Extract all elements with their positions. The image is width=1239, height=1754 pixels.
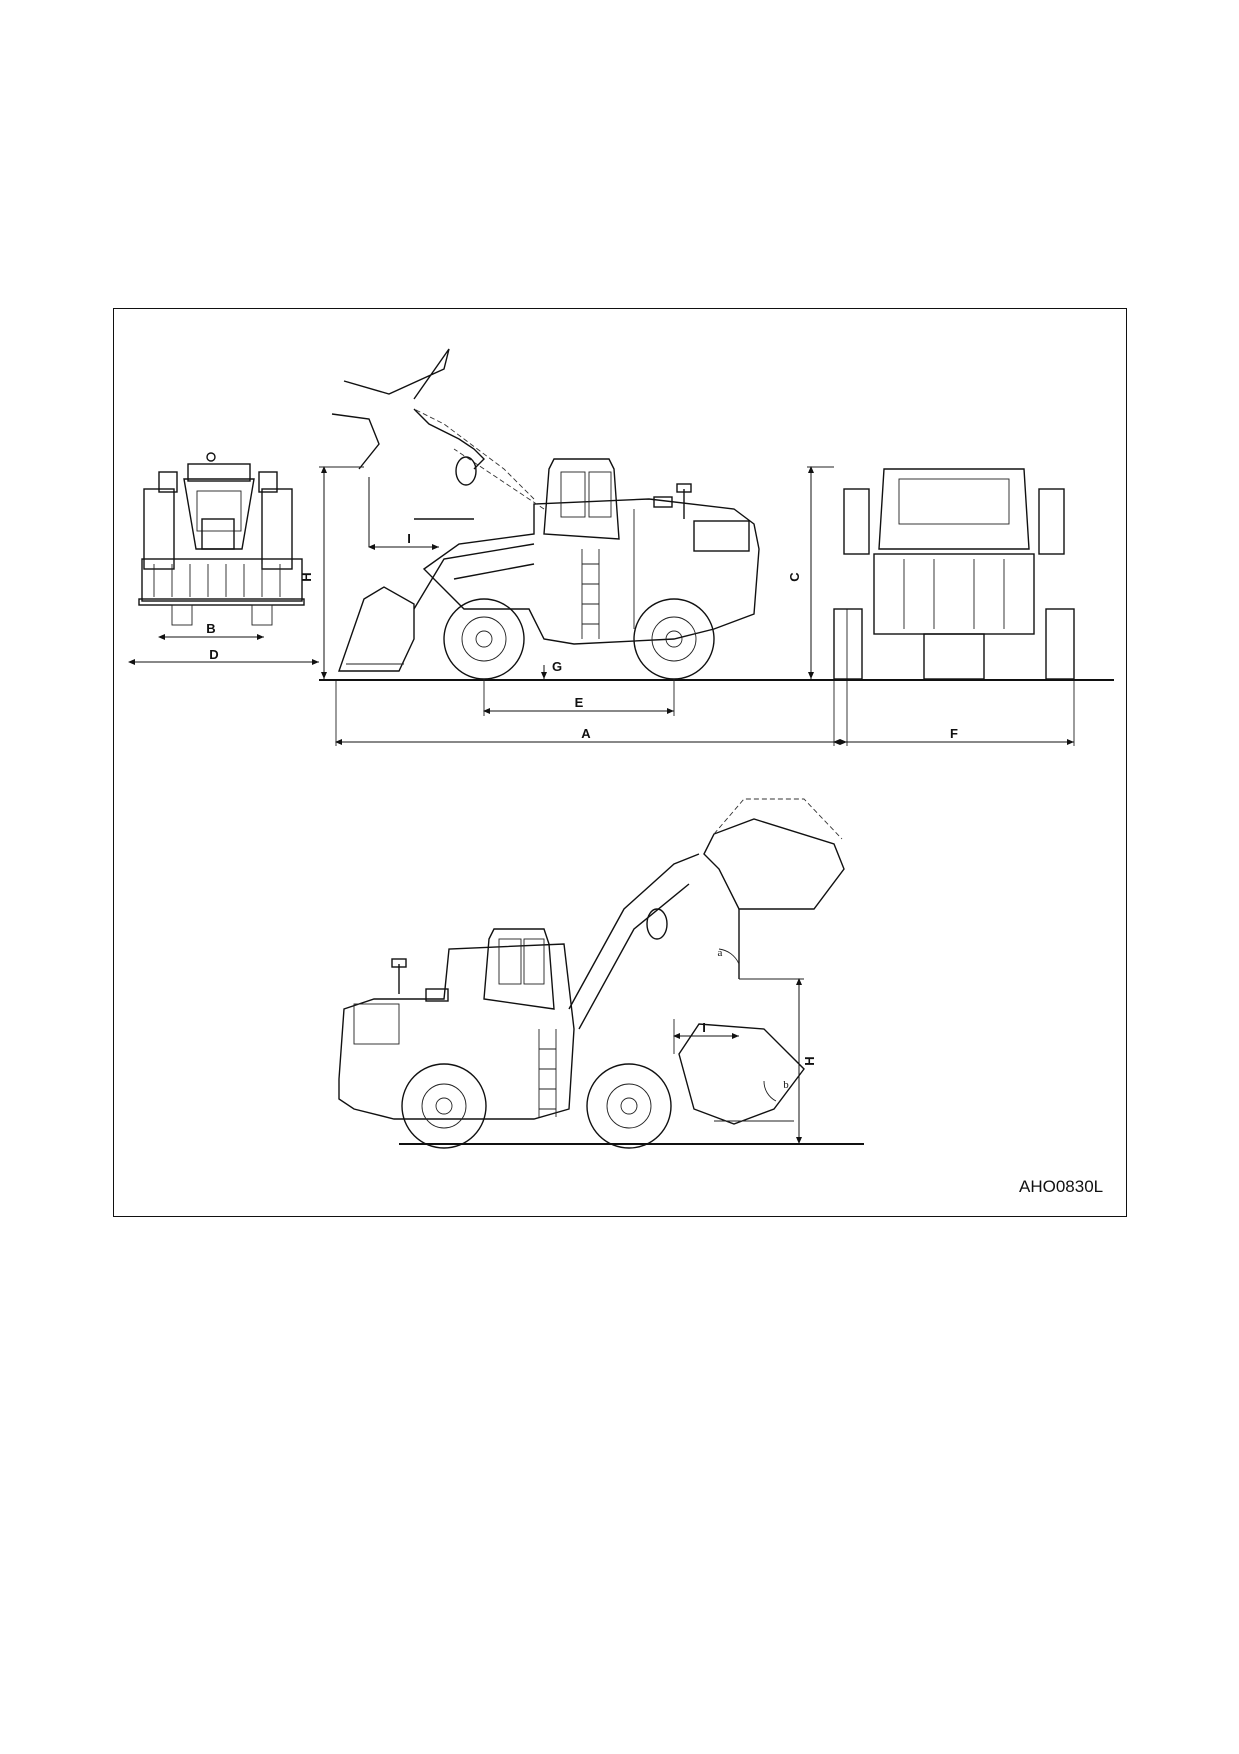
dim-label-h-bottom: H: [802, 1056, 817, 1065]
dim-label-i: I: [407, 531, 411, 546]
dim-label-e: E: [575, 695, 584, 710]
side-view-raised: H I a b: [338, 798, 864, 1149]
dim-label-g: G: [552, 659, 562, 674]
figure-code: AHO0830L: [1019, 1177, 1104, 1196]
dim-label-a: A: [581, 726, 591, 741]
dim-label-i-bottom: I: [702, 1020, 706, 1035]
angle-label-a: a: [718, 947, 723, 959]
dim-label-c: C: [787, 572, 802, 582]
side-view-lowered: H I G E A: [299, 348, 994, 746]
dim-label-d: D: [209, 647, 218, 662]
dim-label-h: H: [299, 572, 314, 581]
front-view: B D: [128, 452, 319, 665]
dim-label-b: B: [206, 621, 215, 636]
dim-label-f: F: [950, 726, 958, 741]
rear-view: C F: [787, 466, 1114, 746]
angle-label-b: b: [783, 1079, 789, 1091]
figure-frame: B D: [113, 308, 1127, 1217]
loader-dimension-drawing: B D: [128, 348, 1114, 1149]
